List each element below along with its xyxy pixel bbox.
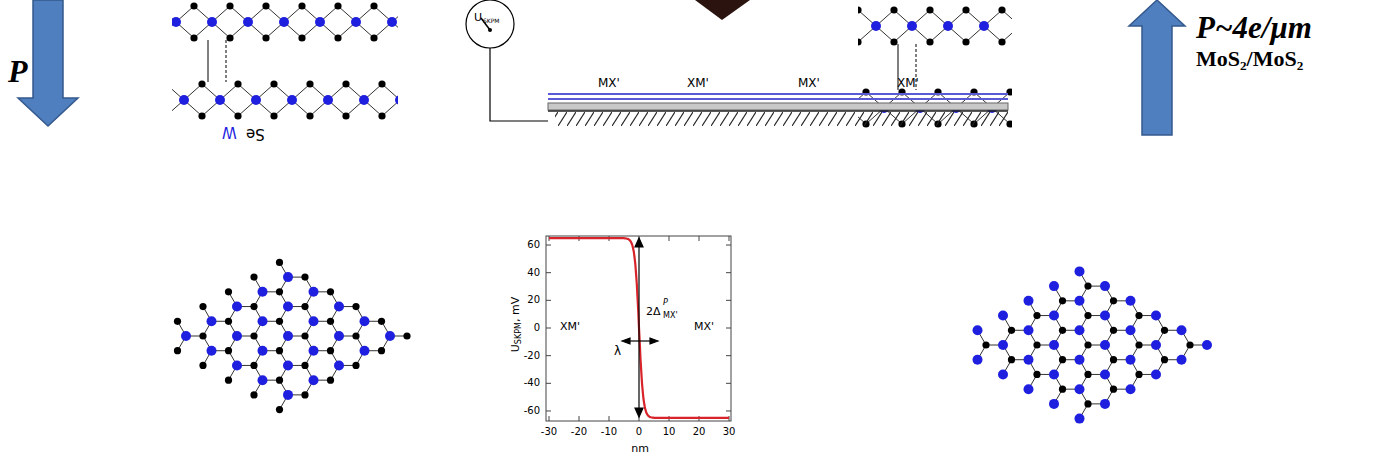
potential-curve bbox=[549, 238, 729, 418]
tick-label: 10 bbox=[663, 427, 676, 437]
wire bbox=[490, 48, 548, 121]
tick-label: -40 bbox=[524, 378, 540, 388]
bilayer-side-view bbox=[172, 2, 398, 119]
layer bbox=[548, 98, 1008, 100]
voltage-symbol: U bbox=[474, 12, 482, 23]
polarization-symbol: P bbox=[8, 55, 28, 87]
tick-label: -10 bbox=[601, 427, 617, 437]
plot-frame bbox=[546, 236, 731, 421]
tick-label: -20 bbox=[571, 427, 587, 437]
polarization-arrow bbox=[1129, 0, 1185, 135]
atom-label: W bbox=[222, 124, 237, 139]
tick-label: 40 bbox=[527, 268, 540, 278]
tick-label: 0 bbox=[534, 323, 540, 333]
ground-hatch bbox=[555, 112, 1008, 126]
region-label: MX' bbox=[694, 321, 714, 332]
tick-label: 0 bbox=[636, 427, 642, 437]
region-label: XM' bbox=[560, 321, 580, 332]
atom-label: Se bbox=[246, 126, 265, 141]
tick-label: 60 bbox=[527, 240, 540, 250]
tick-label: 20 bbox=[527, 295, 540, 305]
domain-label: XM' bbox=[687, 77, 709, 89]
axis-title: U bbox=[509, 344, 522, 352]
tick-label: 30 bbox=[723, 427, 736, 437]
probe-tip bbox=[695, 0, 750, 20]
substrate bbox=[548, 103, 1008, 110]
axis-title: USKPM, mV bbox=[510, 285, 523, 365]
dimension-arrows bbox=[622, 238, 658, 417]
voltmeter bbox=[466, 0, 514, 48]
tick-label: -60 bbox=[524, 406, 540, 416]
domain-label: MX' bbox=[798, 77, 820, 89]
tick-label: -30 bbox=[541, 427, 557, 437]
material-label: MoS₂/MoS₂ bbox=[1196, 48, 1303, 70]
lattice-flake bbox=[174, 259, 411, 413]
axis-title: SKPM bbox=[514, 322, 523, 344]
lattice-flake bbox=[973, 266, 1213, 423]
axis-title: , mV bbox=[509, 297, 522, 322]
dimension-label: λ bbox=[614, 345, 621, 357]
axis-title: nm bbox=[631, 443, 649, 454]
dimension-label: MX' bbox=[663, 312, 678, 320]
tick-label: -20 bbox=[524, 351, 540, 361]
domain-label: XM' bbox=[897, 77, 919, 89]
dimension-label: 2Δ bbox=[646, 306, 661, 317]
dimension-label: P bbox=[663, 299, 668, 307]
layer bbox=[548, 93, 1008, 95]
voltage-subscript: SKPM bbox=[483, 18, 500, 24]
domain-label: MX' bbox=[598, 77, 620, 89]
polarization-value: P~4e/μm bbox=[1196, 12, 1312, 43]
tick-label: 20 bbox=[693, 427, 706, 437]
axis-ticks bbox=[546, 236, 731, 421]
